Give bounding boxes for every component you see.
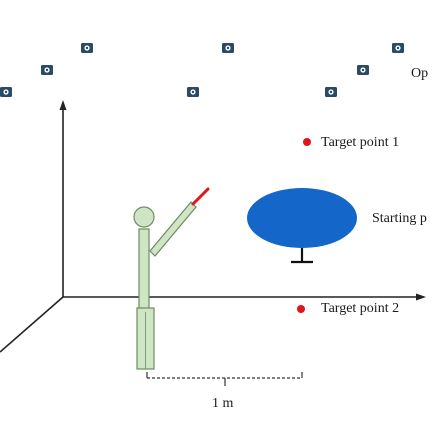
target-point-1-label: Target point 1	[321, 135, 400, 150]
starting-point-label: Starting p	[372, 211, 427, 226]
cameras-label: Op	[411, 66, 429, 81]
camera-marker-icon	[0, 87, 12, 97]
depth-axis	[0, 296, 64, 353]
camera-marker-icon	[357, 65, 369, 75]
starting-disc-top	[247, 188, 357, 248]
target-point-1-marker	[303, 138, 311, 146]
person-torso	[138, 228, 150, 310]
person-head	[133, 206, 155, 228]
scale-bar	[146, 372, 303, 386]
horizontal-axis-arrowhead	[416, 293, 426, 301]
vertical-axis-arrowhead	[59, 100, 67, 110]
target-point-2-marker	[297, 305, 305, 313]
person-figure	[133, 201, 197, 370]
camera-marker-icon	[325, 87, 337, 97]
camera-marker-icon	[41, 65, 53, 75]
person-raised-arm	[149, 201, 197, 257]
camera-marker-icon	[81, 43, 93, 53]
pointer-tip	[191, 187, 210, 206]
scale-label: 1 m	[212, 396, 234, 411]
camera-marker-icon	[222, 43, 234, 53]
camera-markers	[0, 43, 404, 97]
camera-marker-icon	[187, 87, 199, 97]
camera-marker-icon	[392, 43, 404, 53]
target-point-2-label: Target point 2	[321, 301, 400, 316]
coordinate-axes	[0, 100, 426, 353]
starting-point-disc	[247, 188, 357, 264]
